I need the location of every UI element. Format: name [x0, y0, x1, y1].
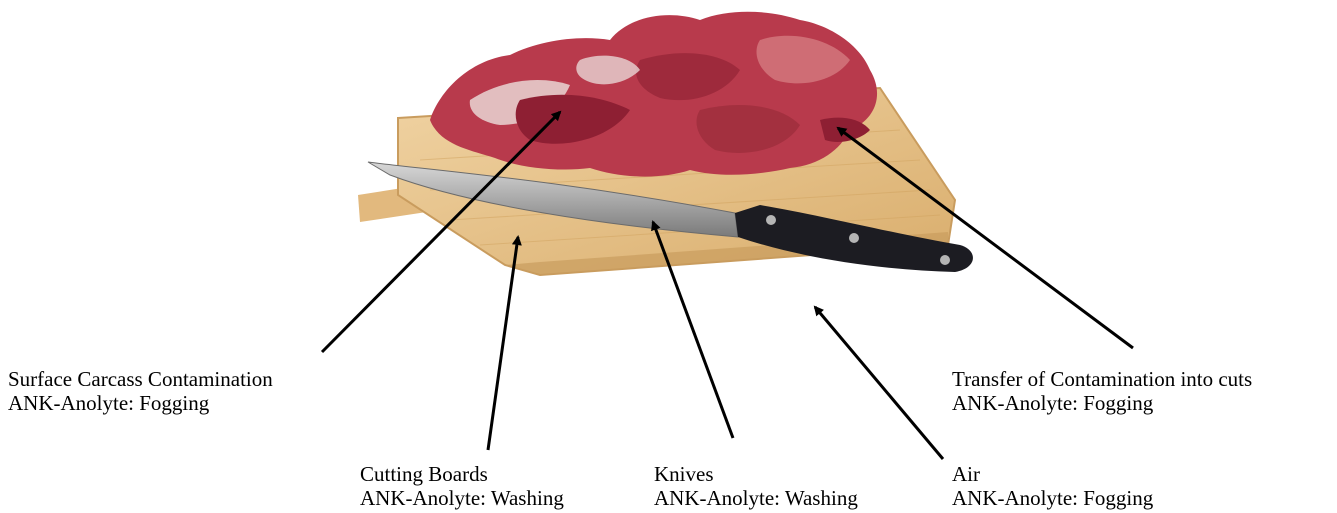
label-knives-title: Knives	[654, 462, 858, 486]
meat-carcass-illustration	[430, 12, 877, 177]
label-surface-carcass-title: Surface Carcass Contamination	[8, 367, 273, 391]
label-transfer: Transfer of Contamination into cuts ANK-…	[952, 367, 1252, 415]
label-transfer-title: Transfer of Contamination into cuts	[952, 367, 1252, 391]
label-cutting-boards-method: ANK-Anolyte: Washing	[360, 486, 564, 510]
label-surface-carcass: Surface Carcass Contamination ANK-Anolyt…	[8, 367, 273, 415]
arrow-boards	[488, 237, 518, 450]
label-cutting-boards-title: Cutting Boards	[360, 462, 564, 486]
label-surface-carcass-method: ANK-Anolyte: Fogging	[8, 391, 273, 415]
label-cutting-boards: Cutting Boards ANK-Anolyte: Washing	[360, 462, 564, 510]
label-knives: Knives ANK-Anolyte: Washing	[654, 462, 858, 510]
label-air-title: Air	[952, 462, 1153, 486]
arrow-air	[815, 307, 943, 459]
label-knives-method: ANK-Anolyte: Washing	[654, 486, 858, 510]
label-air: Air ANK-Anolyte: Fogging	[952, 462, 1153, 510]
label-transfer-method: ANK-Anolyte: Fogging	[952, 391, 1252, 415]
label-air-method: ANK-Anolyte: Fogging	[952, 486, 1153, 510]
